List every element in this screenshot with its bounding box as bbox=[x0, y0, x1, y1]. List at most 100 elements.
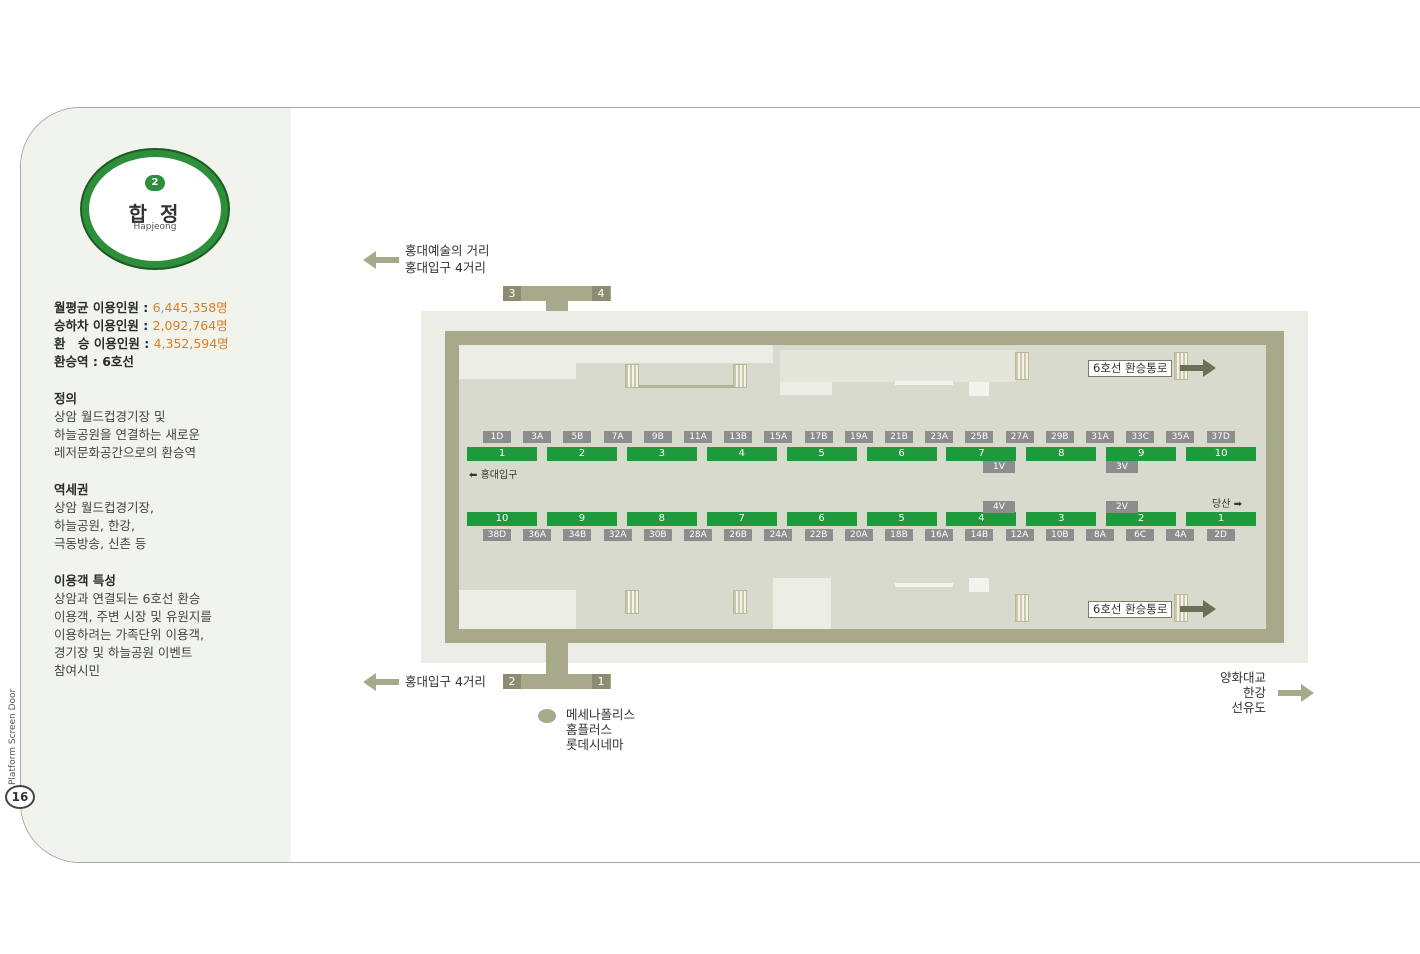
users-line: 이용객, 주변 시장 및 유원지를 bbox=[54, 609, 212, 624]
exit-2: 2 bbox=[503, 674, 521, 689]
door-label: 33C bbox=[1126, 431, 1155, 443]
transfer-passage-lower: 6호선 환승통로 bbox=[1088, 601, 1173, 618]
light-area bbox=[576, 345, 773, 363]
door-label: 3A bbox=[523, 431, 552, 443]
car-label: 3 bbox=[1026, 512, 1097, 526]
bottom-exit-bar bbox=[503, 674, 611, 689]
users-line: 참여시민 bbox=[54, 663, 101, 678]
door-label: 19A bbox=[844, 431, 873, 443]
light-area bbox=[895, 381, 953, 385]
light-area bbox=[780, 350, 1016, 382]
car-label: 9 bbox=[546, 512, 617, 526]
stair-icon bbox=[733, 590, 747, 614]
door-label: 17B bbox=[804, 431, 833, 443]
door-label: 6C bbox=[1126, 529, 1155, 541]
definition-line: 레저문화공간으로의 환승역 bbox=[54, 445, 196, 460]
car-label: 5 bbox=[786, 447, 857, 461]
vdoor: 4V bbox=[983, 501, 1015, 513]
stat-transfer-line: 환승역 : 6호선 bbox=[54, 354, 134, 369]
door-label: 5B bbox=[563, 431, 592, 443]
car-label: 1 bbox=[1186, 512, 1257, 526]
stat-boarding: 승하차 이용인원 : 2,092,764명 bbox=[54, 318, 228, 333]
door-label: 9B bbox=[643, 431, 672, 443]
door-label: 32A bbox=[603, 529, 632, 541]
station-ring bbox=[82, 150, 228, 268]
door-label: 18B bbox=[885, 529, 913, 541]
landmark-marker-icon bbox=[538, 709, 556, 723]
door-label: 2D bbox=[1206, 529, 1235, 541]
stair-icon bbox=[733, 364, 747, 388]
area-line: 상암 월드컵경기장, bbox=[54, 500, 154, 515]
car-label: 9 bbox=[1106, 447, 1177, 461]
stair-icon bbox=[625, 364, 639, 388]
door-label: 24A bbox=[764, 529, 793, 541]
door-label: 10B bbox=[1045, 529, 1074, 541]
car-label: 10 bbox=[467, 512, 537, 526]
car-label: 10 bbox=[1186, 447, 1257, 461]
users-line: 이용하려는 가족단위 이용객, bbox=[54, 627, 204, 642]
door-label: 13B bbox=[724, 431, 753, 443]
definition-line: 상암 월드컵경기장 및 bbox=[54, 409, 166, 424]
door-label: 12A bbox=[1005, 529, 1034, 541]
line-number-badge: 2 bbox=[145, 175, 165, 191]
door-label: 23A bbox=[925, 431, 954, 443]
arrow-left-icon bbox=[363, 673, 399, 691]
car-label: 7 bbox=[946, 447, 1017, 461]
door-label: 14B bbox=[965, 529, 994, 541]
upper-direction: ⬅ 홍대입구 bbox=[469, 470, 518, 481]
light-area bbox=[459, 590, 576, 629]
stat-monthly: 월평균 이용인원 : 6,445,358명 bbox=[54, 300, 228, 315]
car-label: 2 bbox=[546, 447, 617, 461]
door-label: 25B bbox=[965, 431, 994, 443]
door-label: 11A bbox=[684, 431, 712, 443]
door-label: 28A bbox=[684, 529, 712, 541]
door-label: 30B bbox=[643, 529, 672, 541]
light-area bbox=[459, 345, 576, 379]
door-label: 27A bbox=[1005, 431, 1034, 443]
transfer-passage-upper: 6호선 환승통로 bbox=[1088, 360, 1173, 377]
car-label: 2 bbox=[1106, 512, 1177, 526]
door-label: 26B bbox=[724, 529, 753, 541]
door-label: 20A bbox=[844, 529, 873, 541]
car-label: 3 bbox=[626, 447, 697, 461]
top-exit-bar bbox=[503, 286, 611, 301]
station-name-ko: 합 정 bbox=[128, 202, 182, 226]
door-label: 16A bbox=[925, 529, 954, 541]
stat-transfer: 환 승 이용인원 : 4,352,594명 bbox=[54, 336, 229, 351]
stair-link bbox=[639, 385, 733, 388]
exit-3: 3 bbox=[503, 286, 521, 301]
definition-line: 하늘공원을 연결하는 새로운 bbox=[54, 427, 200, 442]
door-label: 21B bbox=[885, 431, 913, 443]
light-area bbox=[969, 578, 989, 592]
stair-icon bbox=[625, 590, 639, 614]
vdoor: 2V bbox=[1106, 501, 1138, 513]
door-label: 35A bbox=[1166, 431, 1195, 443]
light-area bbox=[969, 382, 989, 396]
door-label: 38D bbox=[483, 529, 511, 541]
bottom-exit-stem bbox=[546, 642, 568, 676]
area-line: 하늘공원, 한강, bbox=[54, 518, 135, 533]
light-area bbox=[773, 578, 831, 629]
door-label: 1D bbox=[483, 431, 511, 443]
arrow-left-icon bbox=[363, 251, 399, 269]
platform bbox=[459, 345, 1266, 629]
arrow-right-icon bbox=[1180, 359, 1216, 377]
car-label: 4 bbox=[706, 447, 777, 461]
light-area bbox=[895, 583, 953, 587]
door-label: 4A bbox=[1166, 529, 1195, 541]
side-label: Platform Screen Door bbox=[8, 688, 18, 785]
users-line: 상암과 연결되는 6호선 환승 bbox=[54, 591, 201, 606]
car-label: 1 bbox=[467, 447, 537, 461]
car-label: 5 bbox=[866, 512, 937, 526]
door-label: 22B bbox=[804, 529, 833, 541]
car-label: 6 bbox=[786, 512, 857, 526]
vdoor: 3V bbox=[1106, 461, 1138, 473]
stair-icon bbox=[1015, 594, 1029, 622]
door-label: 15A bbox=[764, 431, 793, 443]
vdoor: 1V bbox=[983, 461, 1015, 473]
car-label: 8 bbox=[1026, 447, 1097, 461]
exit-4: 4 bbox=[592, 286, 610, 301]
door-label: 36A bbox=[523, 529, 552, 541]
